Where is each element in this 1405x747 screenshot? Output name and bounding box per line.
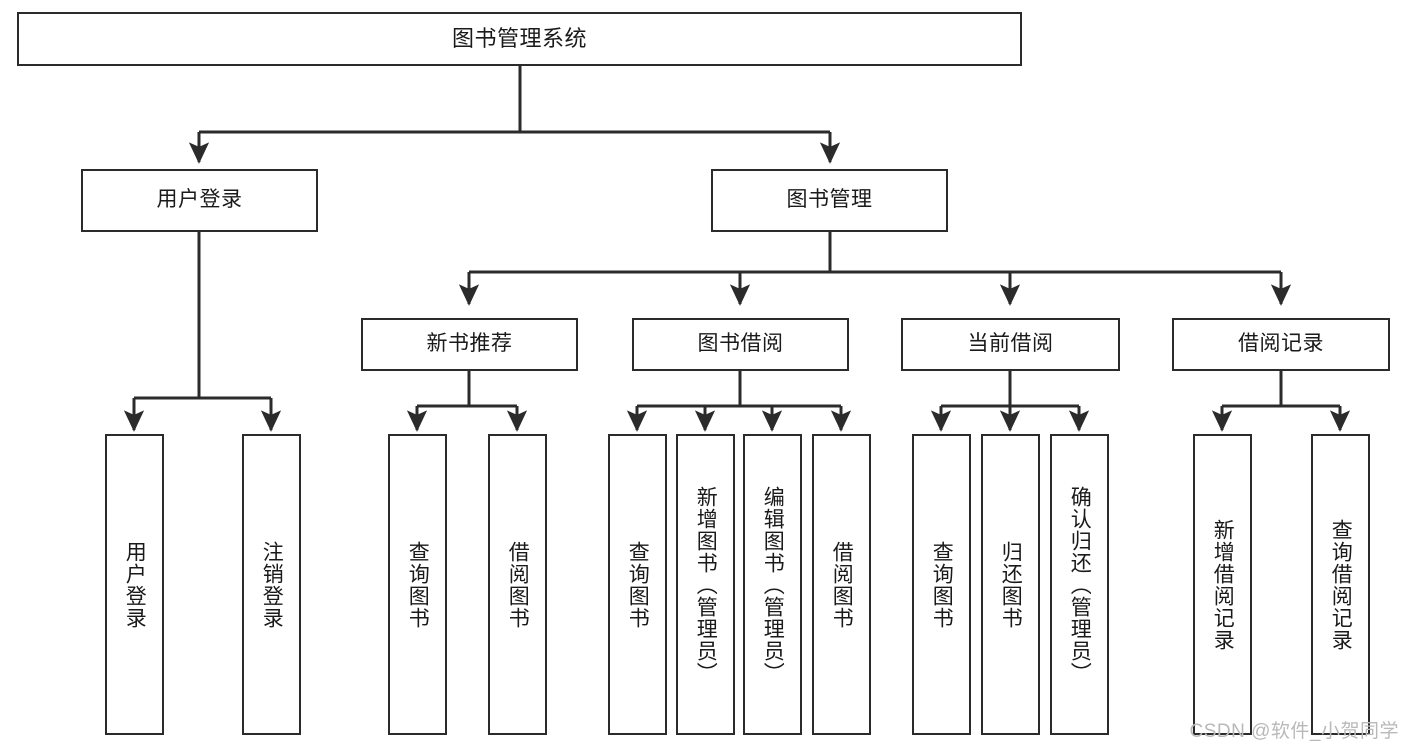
node-leaf-borrow-book-2-label: 借阅图书 — [830, 540, 854, 629]
node-leaf-logout[interactable]: 注销登录 — [242, 434, 301, 735]
node-current-borrow[interactable]: 当前借阅 — [901, 318, 1120, 371]
node-leaf-add-record-label: 新增借阅记录 — [1211, 518, 1235, 651]
node-leaf-borrow-book-1[interactable]: 借阅图书 — [488, 434, 547, 735]
node-new-book-rec[interactable]: 新书推荐 — [361, 318, 578, 371]
node-new-book-rec-label: 新书推荐 — [426, 332, 513, 356]
node-leaf-query-book-2[interactable]: 查询图书 — [608, 434, 667, 735]
node-root-label: 图书管理系统 — [451, 26, 587, 52]
node-leaf-return-book-label: 归还图书 — [999, 540, 1023, 629]
node-leaf-query-book-3-label: 查询图书 — [930, 540, 954, 629]
node-leaf-confirm-return-label: 确认归还（管理员） — [1068, 485, 1092, 684]
node-leaf-query-book-2-label: 查询图书 — [626, 540, 650, 629]
node-leaf-query-record[interactable]: 查询借阅记录 — [1311, 434, 1370, 735]
node-leaf-edit-book[interactable]: 编辑图书（管理员） — [743, 434, 802, 735]
node-leaf-query-book-3[interactable]: 查询图书 — [912, 434, 971, 735]
node-user-login[interactable]: 用户登录 — [81, 169, 318, 232]
watermark-text: CSDN @软件_小贺同学 — [1189, 721, 1399, 742]
node-leaf-borrow-book-2[interactable]: 借阅图书 — [812, 434, 871, 735]
node-leaf-confirm-return[interactable]: 确认归还（管理员） — [1050, 434, 1109, 735]
node-book-manage[interactable]: 图书管理 — [711, 169, 948, 232]
node-leaf-add-book[interactable]: 新增图书（管理员） — [676, 434, 735, 735]
node-leaf-query-record-label: 查询借阅记录 — [1329, 518, 1353, 651]
node-leaf-return-book[interactable]: 归还图书 — [981, 434, 1040, 735]
node-root[interactable]: 图书管理系统 — [17, 12, 1022, 66]
node-leaf-user-login[interactable]: 用户登录 — [105, 434, 164, 735]
node-book-borrow[interactable]: 图书借阅 — [632, 318, 849, 371]
node-book-borrow-label: 图书借阅 — [697, 332, 784, 356]
node-leaf-logout-label: 注销登录 — [260, 540, 284, 629]
node-leaf-query-book-1[interactable]: 查询图书 — [388, 434, 447, 735]
node-current-borrow-label: 当前借阅 — [967, 332, 1054, 356]
node-leaf-add-record[interactable]: 新增借阅记录 — [1193, 434, 1252, 735]
node-user-login-label: 用户登录 — [156, 188, 243, 212]
node-book-manage-label: 图书管理 — [786, 188, 873, 212]
node-leaf-user-login-label: 用户登录 — [123, 540, 147, 629]
node-leaf-edit-book-label: 编辑图书（管理员） — [761, 485, 785, 684]
node-borrow-record[interactable]: 借阅记录 — [1172, 318, 1390, 371]
node-leaf-add-book-label: 新增图书（管理员） — [694, 485, 718, 684]
node-leaf-borrow-book-1-label: 借阅图书 — [506, 540, 530, 629]
node-leaf-query-book-1-label: 查询图书 — [406, 540, 430, 629]
node-borrow-record-label: 借阅记录 — [1238, 332, 1324, 356]
